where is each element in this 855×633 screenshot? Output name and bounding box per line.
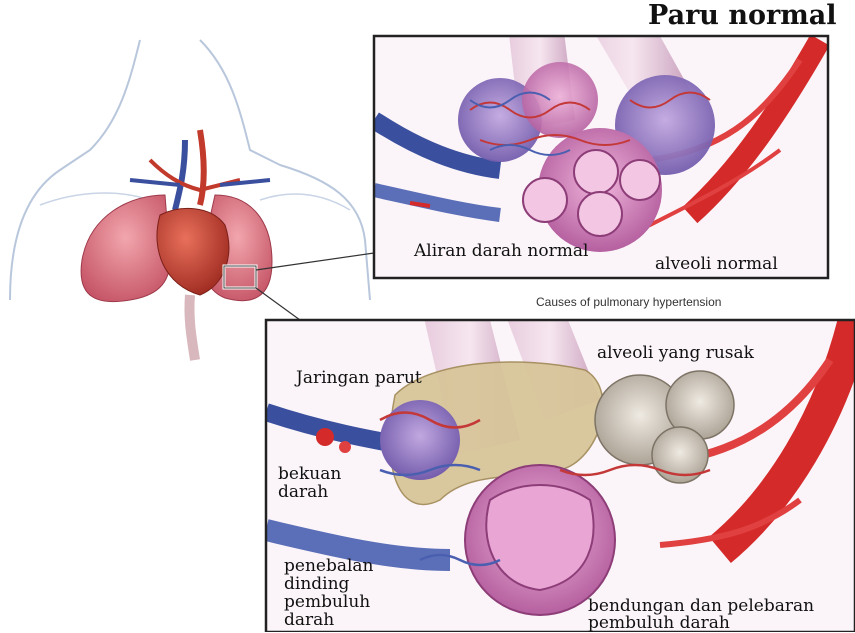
connector-bottom	[256, 288, 300, 320]
label-damaged-alveoli: alveoli yang rusak	[597, 345, 754, 363]
label-vessel-wall-thickening: penebalan dinding pembuluh darah	[284, 558, 374, 629]
label-normal-blood-flow: Aliran darah normal	[414, 243, 588, 261]
heart	[157, 208, 229, 295]
panel-normal	[374, 0, 828, 278]
torso-figure	[10, 40, 374, 360]
label-vessel-congestion: bendungan dan pelebaran pembuluh darah	[588, 598, 814, 632]
label-blood-clot: bekuan darah	[278, 466, 341, 502]
blood-clot	[316, 428, 334, 446]
label-scar-tissue: Jaringan parut	[296, 370, 422, 388]
connector-top	[256, 253, 374, 270]
panel-normal-title: Paru normal	[648, 2, 837, 30]
label-normal-alveoli: alveoli normal	[655, 256, 778, 274]
panel-hypertension-caption: Causes of pulmonary hypertension	[536, 295, 721, 309]
left-lung	[81, 195, 170, 302]
